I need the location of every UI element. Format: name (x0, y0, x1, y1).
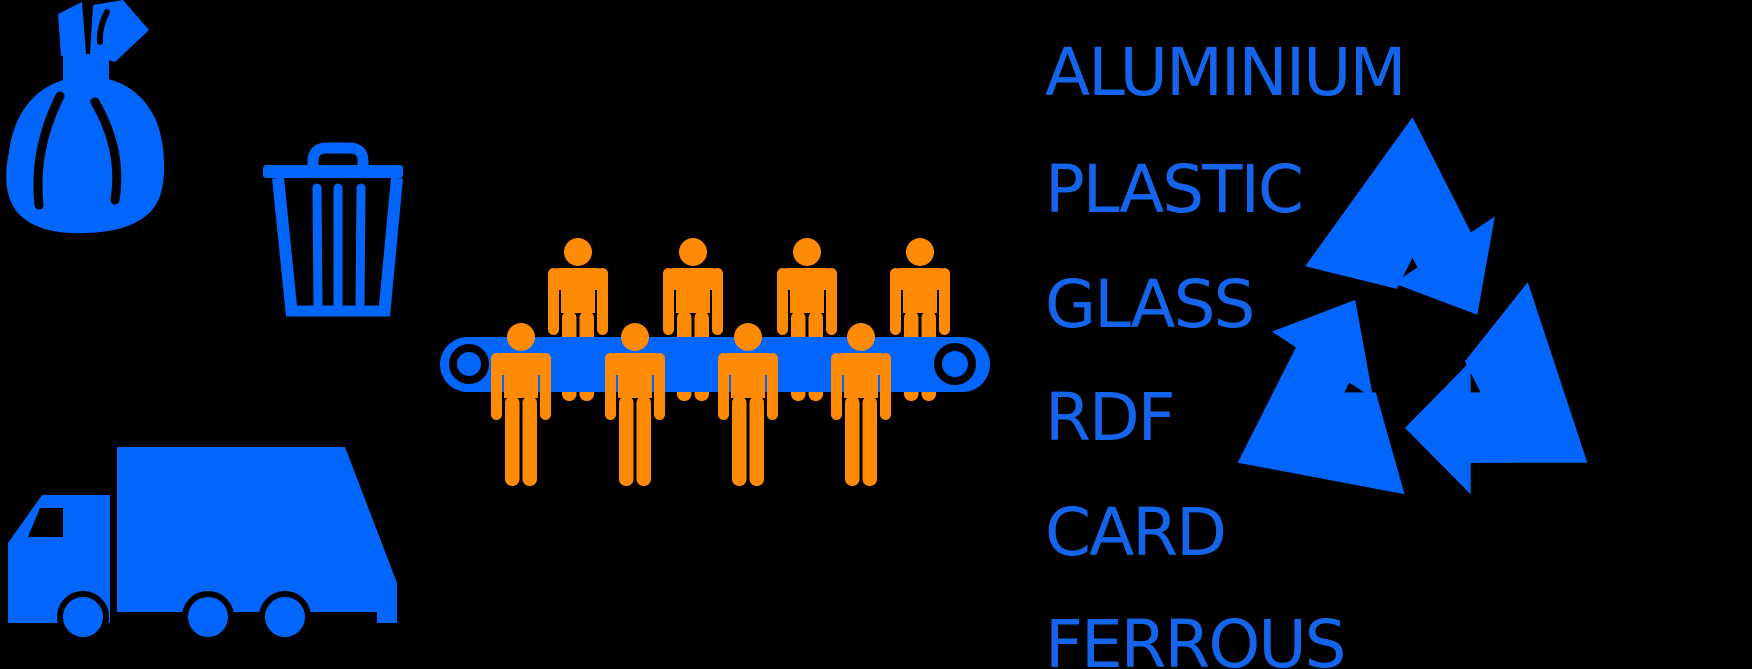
material-label-rdf: RDF (1045, 379, 1176, 456)
material-label-glass: GLASS (1045, 266, 1255, 343)
material-label-card: CARD (1045, 494, 1227, 571)
belt-roller-left (449, 344, 489, 384)
trash-can-icon (263, 142, 403, 317)
garbage-truck-icon (8, 447, 397, 643)
conveyor-belt-icon (440, 238, 990, 486)
belt-roller-right (934, 343, 976, 385)
material-label-aluminium: ALUMINIUM (1045, 34, 1406, 111)
material-label-ferrous: FERROUS (1045, 606, 1347, 669)
material-label-plastic: PLASTIC (1045, 151, 1304, 228)
trash-bag-icon (6, 0, 165, 234)
recycling-arrows-icon (1200, 117, 1625, 569)
